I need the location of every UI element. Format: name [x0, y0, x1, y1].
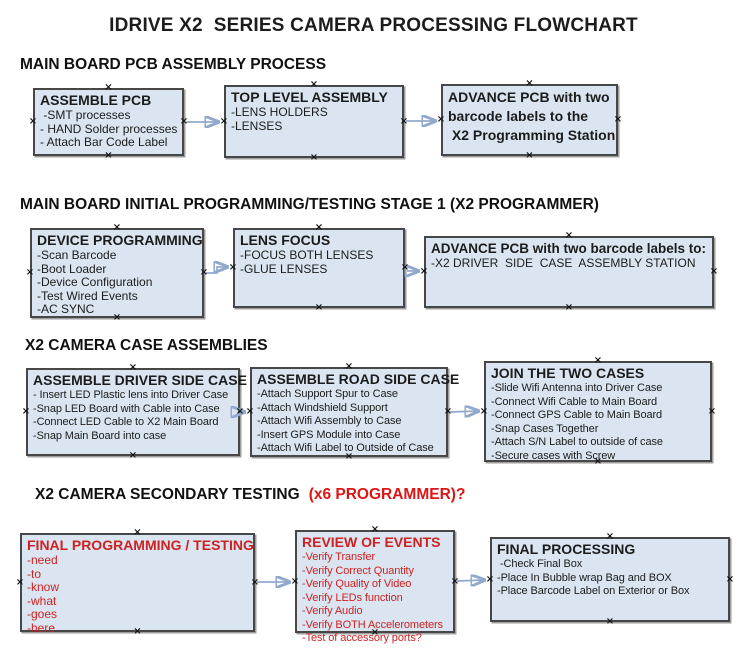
connection-point: ×	[128, 450, 138, 461]
connection-point: ×	[605, 616, 615, 627]
flow-box-title: FINAL PROGRAMMING / TESTING	[27, 537, 254, 553]
flow-box-title: ASSEMBLE PCB	[40, 92, 152, 108]
arrow-row4-2	[456, 580, 485, 581]
flow-box-title: TOP LEVEL ASSEMBLY	[231, 89, 388, 105]
flow-box-items: -Check Final Box -Place In Bubble wrap B…	[497, 558, 690, 597]
flow-box-items: - Insert LED Plastic lens into Driver Ca…	[33, 389, 229, 442]
flow-box-advance-pcb-case-station: ADVANCE PCB with two barcode labels to: …	[420, 231, 718, 313]
connection-point: ×	[28, 116, 38, 127]
flow-box-assemble-driver-side-case: ASSEMBLE DRIVER SIDE CASE - Insert LED P…	[22, 363, 247, 461]
connection-point: ×	[179, 116, 189, 127]
connection-point: ×	[21, 406, 31, 417]
connection-point: ×	[450, 575, 460, 587]
flow-box-lens-focus: LENS FOCUS -FOCUS BOTH LENSES -GLUE LENS…	[229, 223, 409, 313]
flow-box-items: -Attach Support Spur to Case -Attach Win…	[257, 388, 434, 454]
connection-point: ×	[707, 405, 717, 417]
arrow-row3-2	[449, 411, 479, 412]
connection-point: ×	[309, 152, 319, 163]
connection-point: ×	[104, 150, 113, 161]
connection-point: ×	[613, 114, 623, 125]
flow-box-assemble-road-side-case: ASSEMBLE ROAD SIDE CASE -Attach Support …	[246, 362, 460, 462]
connection-point: ×	[564, 302, 574, 313]
connection-point: ×	[199, 267, 209, 278]
flow-box-advance-pcb-programming-station: ADVANCE PCB with two barcode labels to t…	[437, 79, 622, 161]
flow-box-title: ASSEMBLE DRIVER SIDE CASE	[33, 372, 247, 388]
flow-box-final-programming-testing: FINAL PROGRAMMING / TESTING -need -to -k…	[16, 528, 259, 637]
connection-point: ×	[314, 302, 324, 313]
flow-box-items: -X2 DRIVER SIDE CASE ASSEMBLY STATION	[431, 256, 696, 270]
flow-box-device-programming: DEVICE PROGRAMMING -Scan Barcode -Boot L…	[26, 223, 208, 323]
connection-point: ×	[419, 266, 429, 277]
connection-point: ×	[250, 576, 260, 588]
flow-box-title: ASSEMBLE ROAD SIDE CASE	[257, 371, 460, 387]
flow-box-final-processing: FINAL PROCESSING -Check Final Box -Place…	[486, 532, 734, 627]
page-title: IDRIVE X2 SERIES CAMERA PROCESSING FLOWC…	[109, 15, 638, 36]
connection-point: ×	[485, 573, 495, 585]
section-heading-text: X2 CAMERA SECONDARY TESTING	[35, 486, 300, 503]
section-heading-red-accent: (x6 PROGRAMMER)?	[308, 486, 466, 503]
flow-box-items: -need -to -know -what -goes -here	[27, 553, 60, 635]
section-heading-case-assemblies: X2 CAMERA CASE ASSEMBLIES	[25, 337, 268, 354]
connection-point: ×	[15, 576, 25, 588]
section-heading-secondary-testing: X2 CAMERA SECONDARY TESTING (x6 PROGRAMME…	[35, 486, 465, 504]
flow-box-title: LENS FOCUS	[240, 232, 331, 248]
connection-point: ×	[228, 262, 238, 273]
connection-point: ×	[725, 573, 735, 585]
connection-point: ×	[25, 267, 35, 278]
flow-box-items: -SMT processes - HAND Solder processes -…	[40, 108, 178, 149]
flow-box-title: DEVICE PROGRAMMING	[37, 232, 203, 248]
flow-box-join-the-two-cases: JOIN THE TWO CASES -Slide Wifi Antenna i…	[480, 356, 716, 467]
connection-point: ×	[436, 114, 446, 125]
flow-box-items: -Slide Wifi Antenna into Driver Case -Co…	[491, 382, 663, 462]
connection-point: ×	[399, 115, 409, 127]
connection-point: ×	[709, 266, 719, 277]
arrow-row2-1	[206, 267, 228, 274]
flow-box-review-of-events: REVIEW OF EVENTS -Verify Transfer -Verif…	[291, 525, 459, 645]
connection-point: ×	[525, 150, 534, 161]
flow-box-title: JOIN THE TWO CASES	[491, 365, 645, 381]
connection-point: ×	[235, 406, 245, 417]
section-heading-pcb-assembly: MAIN BOARD PCB ASSEMBLY PROCESS	[20, 56, 327, 73]
section-heading-initial-programming: MAIN BOARD INITIAL PROGRAMMING/TESTING S…	[20, 196, 599, 213]
connection-point: ×	[479, 405, 489, 417]
flow-box-items: -LENS HOLDERS -LENSES	[231, 105, 328, 133]
connection-point: ×	[290, 575, 300, 587]
connection-point: ×	[219, 115, 229, 127]
flow-box-top-level-assembly: TOP LEVEL ASSEMBLY -LENS HOLDERS -LENSES…	[220, 80, 408, 163]
flow-box-items: -Verify Transfer -Verify Correct Quantit…	[302, 551, 443, 644]
connection-point: ×	[400, 262, 410, 273]
flow-box-items: -Scan Barcode -Boot Loader -Device Confi…	[37, 248, 153, 316]
flow-box-items: -FOCUS BOTH LENSES -GLUE LENSES	[240, 248, 374, 276]
flow-box-title: REVIEW OF EVENTS	[302, 534, 441, 550]
flow-box-title: ADVANCE PCB with two barcode labels to t…	[448, 89, 616, 143]
flow-box-assemble-pcb: ASSEMBLE PCB -SMT processes - HAND Solde…	[29, 83, 188, 161]
flow-box-title: ADVANCE PCB with two barcode labels to:	[431, 241, 707, 256]
connection-point: ×	[245, 406, 255, 417]
connection-point: ×	[443, 406, 453, 417]
flow-box-title: FINAL PROCESSING	[497, 541, 636, 557]
